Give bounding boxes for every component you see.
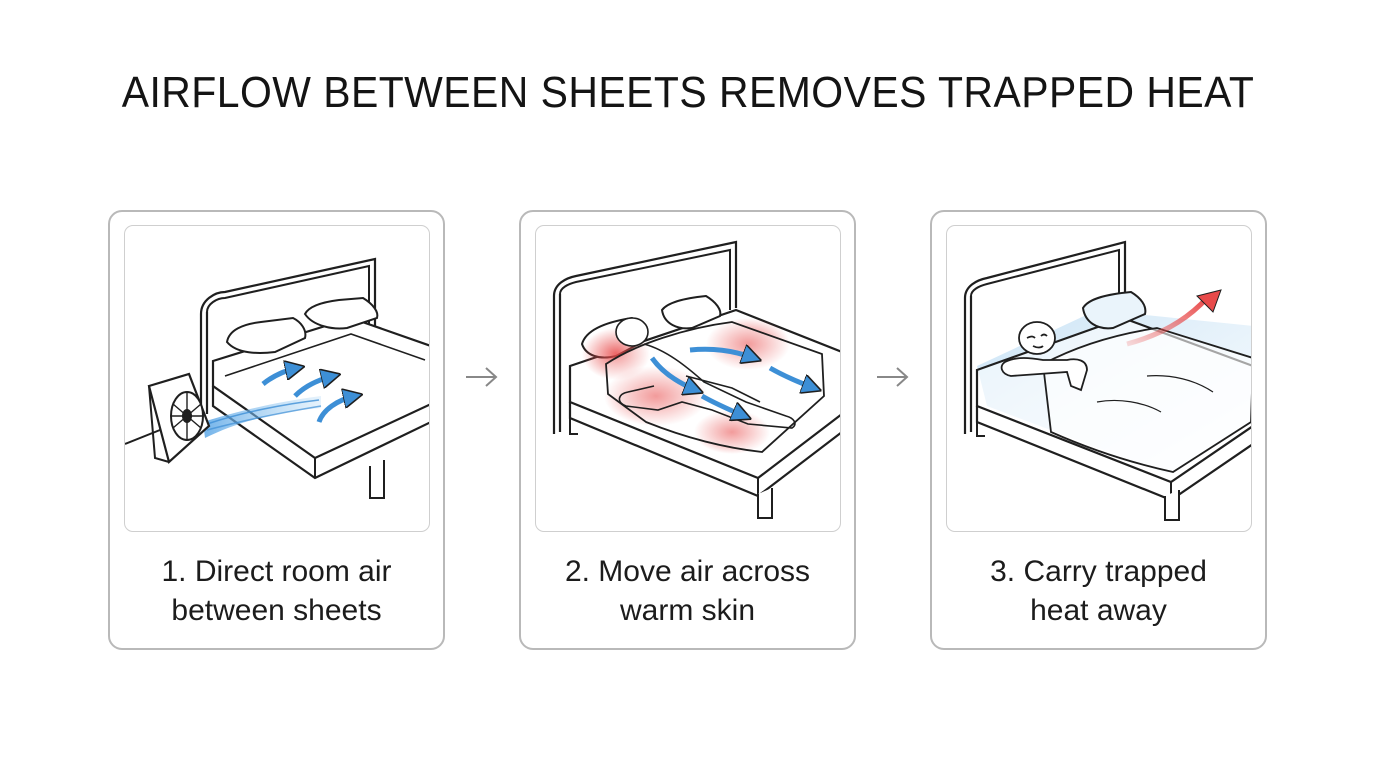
bed-leg bbox=[1164, 490, 1180, 521]
caption-line: warm skin bbox=[619, 594, 755, 627]
airflow-arrow bbox=[649, 356, 696, 390]
airflow-arrow bbox=[316, 396, 355, 423]
step-caption: 2. Move air across warm skin bbox=[521, 552, 854, 630]
step-panel-3: 3. Carry trapped heat away bbox=[930, 210, 1267, 650]
step-panel-1: 1. Direct room air between sheets bbox=[108, 210, 445, 650]
blanket bbox=[1042, 327, 1251, 473]
illustration-air-across-skin bbox=[535, 225, 841, 532]
pillow bbox=[660, 294, 722, 330]
person-lying-in-bed-illustration bbox=[552, 240, 840, 519]
caption-line: between sheets bbox=[171, 594, 382, 627]
pillow bbox=[225, 316, 307, 354]
pillow bbox=[303, 296, 379, 330]
page-title: AIRFLOW BETWEEN SHEETS REMOVES TRAPPED H… bbox=[121, 68, 1255, 117]
step-panel-2: 2. Move air across warm skin bbox=[519, 210, 856, 650]
headboard bbox=[199, 257, 377, 416]
box-fan-icon bbox=[147, 372, 211, 465]
step-caption: 1. Direct room air between sheets bbox=[110, 552, 443, 630]
bed-with-fan-illustration bbox=[125, 257, 429, 499]
pillow bbox=[1081, 290, 1147, 330]
sleeping-person bbox=[1000, 321, 1088, 392]
caption-line: 2. Move air across bbox=[564, 555, 811, 588]
airflow-arrow bbox=[700, 393, 744, 416]
headboard bbox=[552, 240, 738, 434]
caption-line: 1. Direct room air bbox=[161, 555, 392, 588]
person-sleeping-cool-illustration bbox=[963, 240, 1251, 521]
step-caption: 3. Carry trapped heat away bbox=[932, 552, 1265, 630]
heat-glow bbox=[706, 318, 790, 370]
arrow-right-icon bbox=[466, 367, 498, 387]
airflow-arrow bbox=[689, 349, 754, 358]
curved-arrow-up-right-icon bbox=[1126, 289, 1222, 347]
bed-leg bbox=[757, 488, 773, 519]
airflow-arrow bbox=[261, 368, 297, 386]
arrow-right-icon bbox=[877, 367, 909, 387]
illustration-heat-carried-away bbox=[946, 225, 1252, 532]
caption-line: 3. Carry trapped bbox=[990, 555, 1207, 588]
illustration-fan-blowing-into-bed bbox=[124, 225, 430, 532]
caption-line: heat away bbox=[1030, 594, 1167, 627]
airflow-arrow bbox=[293, 376, 333, 398]
headboard bbox=[963, 240, 1127, 434]
airflow-arrow bbox=[768, 365, 814, 388]
bed-leg bbox=[369, 460, 385, 499]
